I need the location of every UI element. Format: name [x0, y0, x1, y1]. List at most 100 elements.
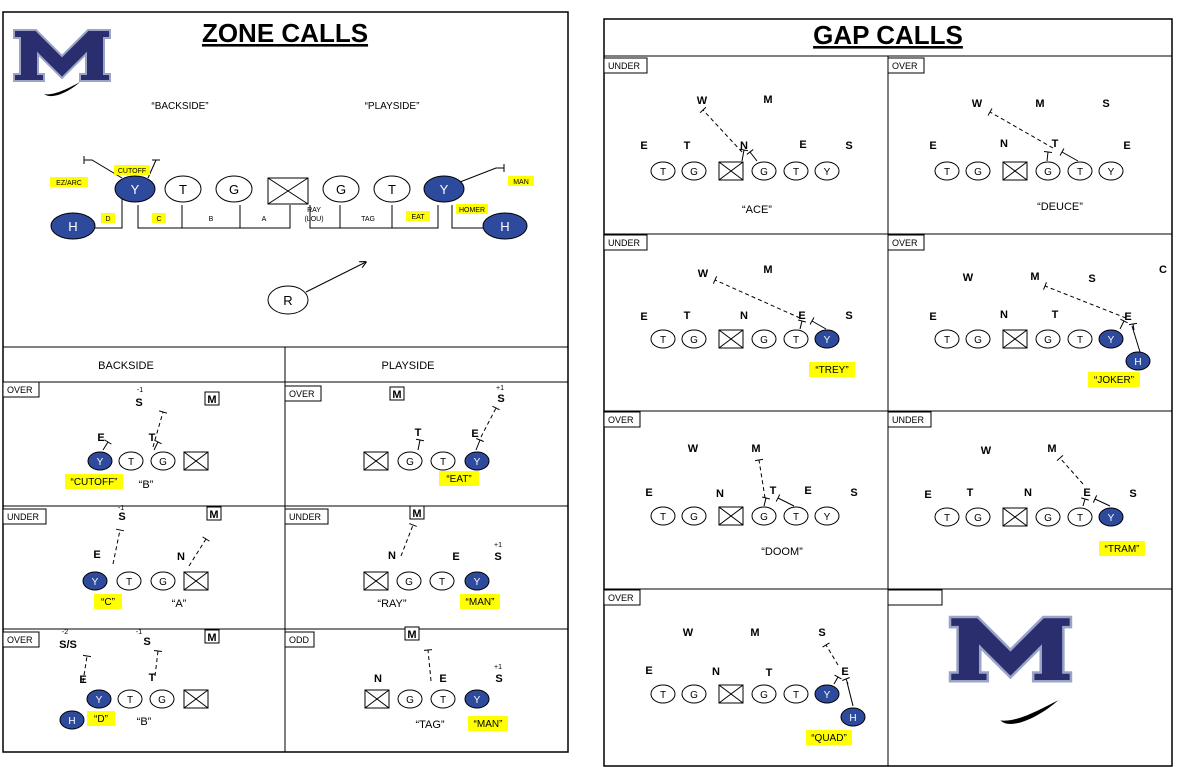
diagram-label: E	[804, 485, 811, 497]
diagram-label: -2	[62, 629, 68, 636]
diagram-label: Y	[1108, 513, 1115, 524]
diagram-label: N	[388, 550, 396, 562]
player-G	[1035, 161, 1061, 181]
player-T	[430, 689, 456, 709]
tag-ezarc: EZ/ARC	[56, 180, 82, 187]
zone-r	[267, 285, 309, 315]
diagram-label: Y	[97, 457, 104, 468]
diagram-label: Y	[474, 695, 481, 706]
diagram-label: N	[177, 551, 185, 563]
diagram-label: T	[126, 577, 132, 588]
diagram-label: S	[495, 673, 502, 685]
diagram-label: E	[1123, 140, 1130, 152]
diagram-label: “MAN”	[466, 597, 495, 608]
diagram-label: T	[766, 667, 773, 679]
zone-formation: H Y T G G T Y H EZ/ARC CUTOFF	[50, 156, 534, 315]
diagram-label: “TAG”	[415, 719, 444, 731]
diagram-label: “TRAM”	[1105, 544, 1140, 555]
front-label: ODD	[289, 635, 310, 645]
diagram-label: W	[697, 95, 708, 107]
diagram-label: G	[974, 335, 982, 346]
zone-y-left	[114, 175, 156, 203]
school-logo	[13, 29, 111, 97]
diagram-label: W	[963, 272, 974, 284]
diagram-label: G	[406, 457, 414, 468]
diagram-label: “C”	[101, 597, 115, 608]
diagram-label: S	[143, 636, 150, 648]
diagram-label: S	[850, 487, 857, 499]
diagram-label: “ACE”	[742, 204, 772, 216]
player-T	[934, 507, 960, 527]
diagram-label: T	[770, 485, 777, 497]
diagram-label: S	[135, 397, 142, 409]
diagram-label: W	[972, 98, 983, 110]
player-T	[429, 571, 455, 591]
svg-text:H: H	[500, 219, 509, 234]
front-label: UNDER	[289, 512, 322, 522]
player-G	[681, 161, 707, 181]
diagram-label: N	[1024, 487, 1032, 499]
diagram-label: N	[740, 310, 748, 322]
diagram-label: “B”	[137, 716, 152, 728]
diagram-label: H	[849, 713, 856, 724]
player-T	[430, 451, 456, 471]
player-T	[117, 689, 143, 709]
diagram-label: M	[763, 264, 772, 276]
svg-text:G: G	[229, 182, 239, 197]
tag-cutoff: CUTOFF	[118, 168, 146, 175]
diagram-label: E	[452, 551, 459, 563]
diagram-label: G	[159, 457, 167, 468]
diagram-label: Y	[96, 695, 103, 706]
svg-text:A: A	[262, 216, 267, 223]
svg-text:G: G	[336, 182, 346, 197]
diagram-label: S	[1102, 98, 1109, 110]
player-Y	[1098, 161, 1124, 181]
player-G	[681, 506, 707, 526]
svg-text:TAG: TAG	[361, 216, 375, 223]
diagram-label: T	[1052, 309, 1059, 321]
player-T	[1067, 329, 1093, 349]
svg-text:HOMER: HOMER	[459, 207, 485, 214]
diagram-label: S/S	[59, 639, 77, 651]
diagram-label: G	[760, 167, 768, 178]
front-label: OVER	[608, 593, 634, 603]
diagram-label: Y	[824, 512, 831, 523]
diagram-label: G	[690, 167, 698, 178]
diagram-label: “DOOM”	[761, 546, 803, 558]
diagram-label: E	[79, 674, 86, 686]
svg-text:Y: Y	[440, 182, 449, 197]
svg-text:RAY: RAY	[307, 207, 321, 214]
diagram-label: T	[415, 427, 422, 439]
diagram-label: Y	[474, 457, 481, 468]
diagram-label: M	[763, 94, 772, 106]
player-Y	[814, 329, 840, 349]
player-T	[1067, 161, 1093, 181]
diagram-label: N	[712, 666, 720, 678]
front-label: OVER	[289, 389, 315, 399]
zone-h-right	[482, 212, 528, 240]
col-backside: BACKSIDE	[98, 360, 154, 372]
player-G	[751, 684, 777, 704]
player-Y	[82, 571, 108, 591]
diagram-label: Y	[1108, 167, 1115, 178]
diagram-label: T	[440, 695, 446, 706]
svg-text:D: D	[105, 216, 110, 223]
diagram-label: T	[944, 513, 950, 524]
player-G	[397, 451, 423, 471]
diagram-label: E	[97, 432, 104, 444]
diagram-label: G	[690, 690, 698, 701]
svg-text:R: R	[283, 293, 292, 308]
player-G	[150, 571, 176, 591]
player-H	[1125, 351, 1151, 371]
player-T	[783, 684, 809, 704]
zone-title: ZONE CALLS	[202, 18, 368, 48]
player-T	[116, 571, 142, 591]
diagram-label: Y	[824, 167, 831, 178]
diagram-label: T	[793, 167, 799, 178]
svg-text:T: T	[388, 182, 396, 197]
diagram-label: E	[1083, 487, 1090, 499]
diagram-label: S	[845, 310, 852, 322]
diagram-label: -1	[136, 629, 142, 636]
diagram-label: G	[1044, 513, 1052, 524]
